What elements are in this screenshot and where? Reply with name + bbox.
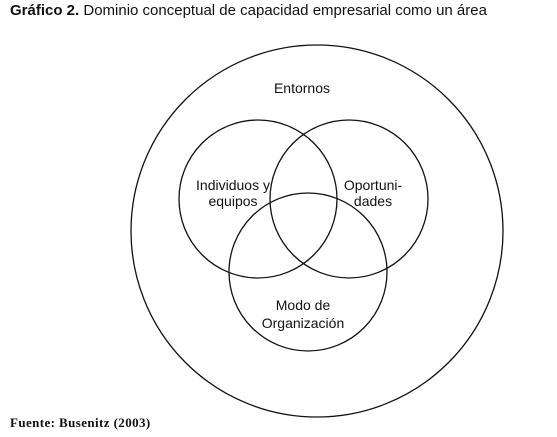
label-entornos: Entornos bbox=[274, 80, 330, 96]
label-individuos-line1: Individuos y bbox=[196, 177, 270, 193]
figure-title: Gráfico 2. Dominio conceptual de capacid… bbox=[10, 2, 487, 19]
label-modo-line2: Organización bbox=[262, 315, 345, 331]
outer-circle-entornos bbox=[130, 44, 504, 418]
figure-title-text: Dominio conceptual de capacidad empresar… bbox=[83, 2, 487, 19]
circle-individuos bbox=[178, 119, 338, 279]
label-oportunidades-line1: Oportuni- bbox=[344, 177, 403, 193]
label-modo-line1: Modo de bbox=[276, 297, 331, 313]
figure-label: Gráfico 2. bbox=[10, 2, 80, 19]
label-oportunidades-line2: dades bbox=[354, 193, 392, 209]
label-individuos-line2: equipos bbox=[208, 193, 257, 209]
source-note: Fuente: Busenitz (2003) bbox=[10, 415, 151, 430]
circle-oportunidades bbox=[269, 119, 429, 279]
circle-modo-organizacion bbox=[228, 192, 388, 352]
